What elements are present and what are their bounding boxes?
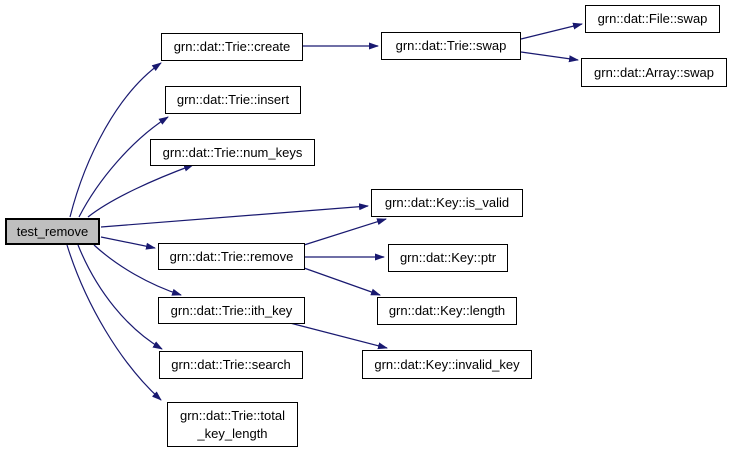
node-key-is-valid[interactable]: grn::dat::Key::is_valid [371,189,523,217]
node-trie-swap[interactable]: grn::dat::Trie::swap [381,32,521,60]
node-key-ptr[interactable]: grn::dat::Key::ptr [388,244,508,272]
edge-test-remove-to-trie-insert [78,116,169,218]
edge-trie-swap-to-file-swap [520,22,583,40]
node-trie-insert[interactable]: grn::dat::Trie::insert [165,86,301,114]
edge-test-remove-to-key-is-valid [100,203,369,228]
edge-trie-remove-to-key-is-valid [303,218,387,246]
node-key-length[interactable]: grn::dat::Key::length [377,297,517,325]
edge-trie-swap-to-array-swap [520,51,579,63]
edge-test-remove-to-trie-num-keys [87,164,194,218]
edge-trie-ith-key-to-key-invalid-key [289,322,388,350]
edge-trie-remove-to-key-length [303,267,381,296]
node-key-invalid-key[interactable]: grn::dat::Key::invalid_key [362,350,532,379]
edge-test-remove-to-trie-ith-key [93,244,182,296]
node-trie-num-keys[interactable]: grn::dat::Trie::num_keys [150,139,315,166]
edge-test-remove-to-trie-total-key-length [66,244,162,401]
node-trie-create[interactable]: grn::dat::Trie::create [161,33,303,61]
node-trie-remove[interactable]: grn::dat::Trie::remove [158,243,305,270]
node-trie-total-key-length[interactable]: grn::dat::Trie::total _key_length [167,402,298,447]
node-test-remove: test_remove [5,218,100,245]
edge-test-remove-to-trie-search [77,244,163,350]
node-array-swap[interactable]: grn::dat::Array::swap [581,58,727,87]
edge-test-remove-to-trie-create [69,62,162,218]
edge-test-remove-to-trie-remove [100,236,156,250]
node-trie-ith-key[interactable]: grn::dat::Trie::ith_key [158,297,305,324]
node-file-swap[interactable]: grn::dat::File::swap [585,5,720,33]
node-trie-search[interactable]: grn::dat::Trie::search [159,351,303,379]
